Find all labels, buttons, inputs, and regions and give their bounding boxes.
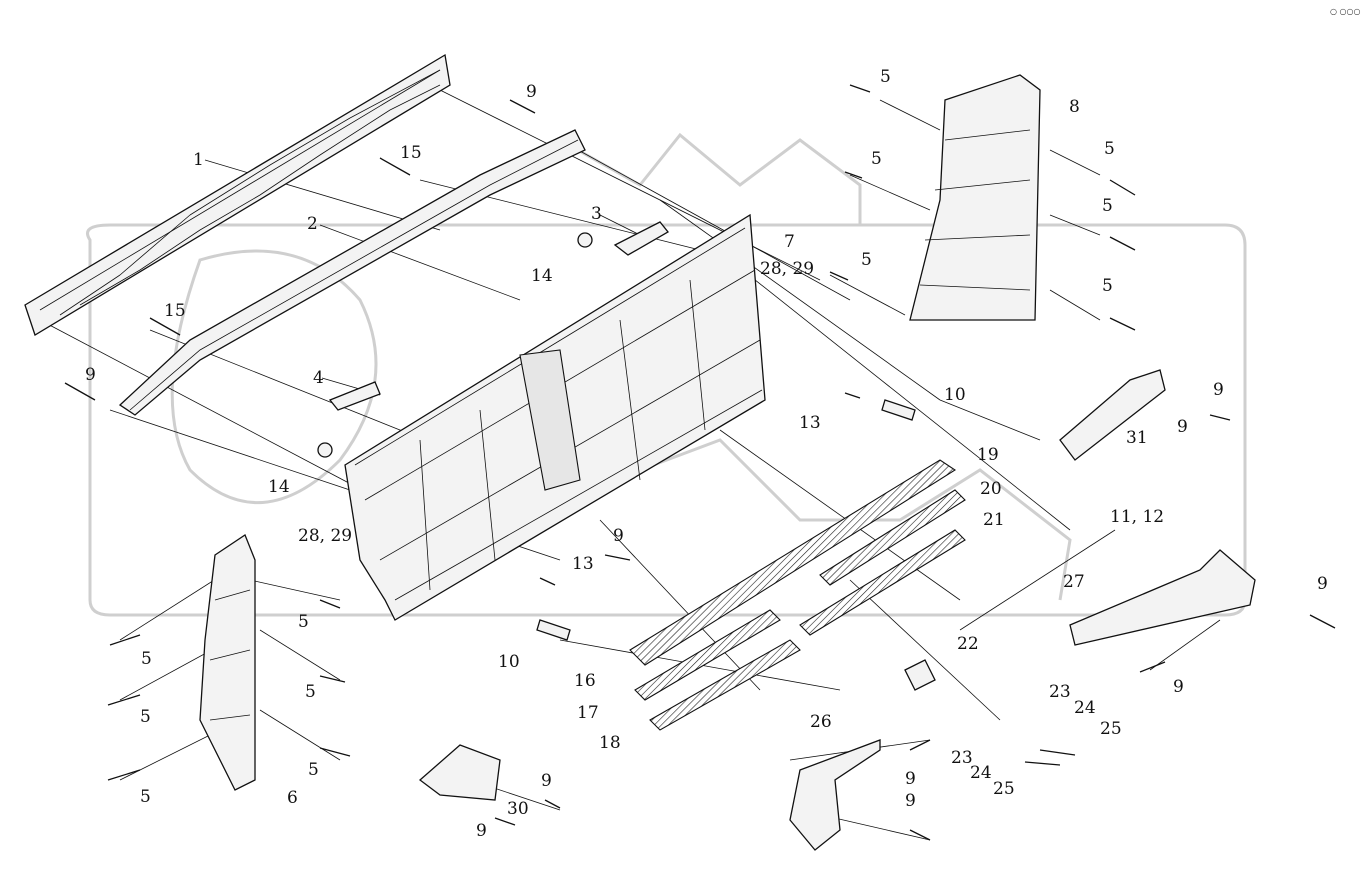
part-26-bracket: [789, 739, 881, 851]
callout-15-b: 15: [164, 301, 186, 321]
callout-16: 16: [574, 671, 596, 691]
callout-31: 31: [1126, 428, 1148, 448]
callout-1: 1: [193, 150, 204, 170]
callout-5-a: 5: [880, 67, 891, 87]
callout-4: 4: [313, 368, 324, 388]
callout-15-a: 15: [400, 143, 422, 163]
callout-19: 19: [977, 445, 999, 465]
callout-14-a: 14: [531, 266, 553, 286]
part-30-bracket: [418, 744, 501, 801]
part-4-handle: [328, 381, 381, 411]
callout-2: 2: [307, 214, 318, 234]
callout-6: 6: [287, 788, 298, 808]
part-17-grille: [634, 609, 781, 701]
callout-5-b: 5: [871, 149, 882, 169]
callout-11-12: 11, 12: [1110, 507, 1164, 527]
callout-23-b: 23: [951, 748, 973, 768]
callout-26: 26: [810, 712, 832, 732]
part-18-grille: [649, 639, 801, 731]
part-1-roof-frame: [24, 53, 451, 336]
callout-30: 30: [507, 799, 529, 819]
part-3-handle: [613, 221, 669, 256]
bolts: [64, 84, 1336, 841]
callout-13-a: 13: [799, 413, 821, 433]
main-back-panel: [344, 213, 766, 621]
callout-9-b: 9: [85, 365, 96, 385]
callout-9-a: 9: [526, 82, 537, 102]
part-31-bracket: [1059, 369, 1166, 461]
callout-8: 8: [1069, 97, 1080, 117]
callout-5-d: 5: [1104, 139, 1115, 159]
corner-mark: ○ ○○○: [1330, 7, 1360, 16]
callout-10-b: 10: [498, 652, 520, 672]
callout-9-j: 9: [905, 769, 916, 789]
clips-10: [536, 399, 916, 641]
callout-9-d: 9: [1177, 417, 1188, 437]
part-21-grille: [799, 529, 966, 636]
callout-23-a: 23: [1049, 682, 1071, 702]
callout-17: 17: [577, 703, 599, 723]
callout-5-c: 5: [861, 250, 872, 270]
callout-24-a: 24: [1074, 698, 1096, 718]
callout-9-g: 9: [1173, 677, 1184, 697]
part-22-latch: [904, 659, 936, 691]
callout-5-k: 5: [305, 682, 316, 702]
callout-9-k: 9: [905, 791, 916, 811]
callout-5-j: 5: [298, 612, 309, 632]
callout-5-i: 5: [140, 787, 151, 807]
callout-5-f: 5: [1102, 276, 1113, 296]
callout-14-b: 14: [268, 477, 290, 497]
nuts-14: [317, 232, 593, 458]
callout-27: 27: [1063, 572, 1085, 592]
leader-lines: [39, 89, 1221, 841]
handle-parts: [328, 221, 669, 411]
callout-9-f: 9: [1317, 574, 1328, 594]
callout-5-l: 5: [308, 760, 319, 780]
callout-9-c: 9: [1213, 380, 1224, 400]
brackets: [418, 369, 1256, 851]
part-8-side-cover: [909, 74, 1041, 321]
callout-18: 18: [599, 733, 621, 753]
part-6-side-cover: [199, 534, 256, 791]
callout-28-29-b: 28, 29: [298, 526, 352, 546]
part-16-grille: [629, 459, 957, 666]
callout-13-b: 13: [572, 554, 594, 574]
part-27-bracket: [1069, 549, 1256, 646]
callout-9-e: 9: [613, 526, 624, 546]
callout-5-h: 5: [140, 707, 151, 727]
callout-22: 22: [957, 634, 979, 654]
callout-5-g: 5: [141, 649, 152, 669]
part-2-rail: [118, 129, 586, 416]
callout-10-a: 10: [944, 385, 966, 405]
callout-21: 21: [983, 510, 1005, 530]
part-20-grille: [819, 489, 966, 586]
callout-28-29-a: 28, 29: [760, 259, 814, 279]
callout-5-e: 5: [1102, 196, 1113, 216]
mesh-grilles: [629, 459, 966, 731]
callout-24-b: 24: [970, 763, 992, 783]
callout-25-a: 25: [1100, 719, 1122, 739]
callout-7: 7: [784, 232, 795, 252]
callout-3: 3: [591, 204, 602, 224]
callout-9-i: 9: [476, 821, 487, 841]
callout-9-h: 9: [541, 771, 552, 791]
callout-25-b: 25: [993, 779, 1015, 799]
callout-20: 20: [980, 479, 1002, 499]
callout-labels: 1 2 3 4 5 5 5 5 5 5 5 5 5 5 5 5 6 7 8 9 …: [85, 7, 1360, 841]
